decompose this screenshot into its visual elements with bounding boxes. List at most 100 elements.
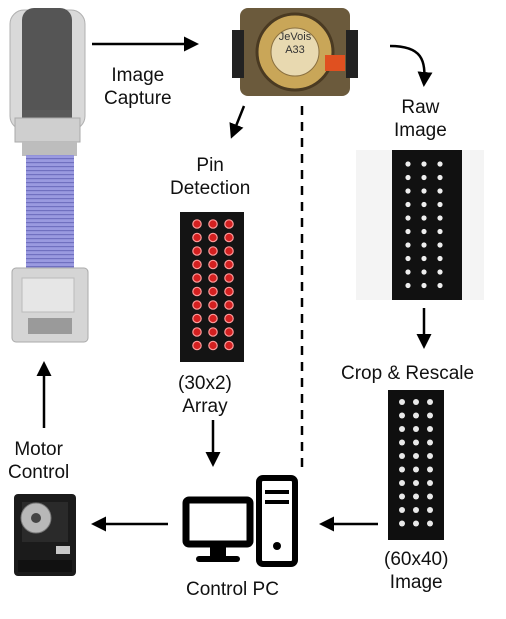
crop-pin-dot [413, 467, 419, 473]
pin-marker [225, 328, 233, 336]
pin-marker [193, 341, 201, 349]
crop-pin-dot [399, 521, 405, 527]
raw-pin-dot [437, 215, 442, 220]
servo-motor-image [14, 494, 76, 576]
crop-pin-dot [413, 507, 419, 513]
crop-pin-dot [399, 507, 405, 513]
crop-pin-dot [399, 413, 405, 419]
pin-marker [209, 314, 217, 322]
raw-pin-dot [405, 188, 410, 193]
crop-pin-dot [427, 521, 433, 527]
crop-pin-dot [427, 440, 433, 446]
pin-marker [225, 247, 233, 255]
raw-pin-dot [421, 188, 426, 193]
crop-pin-dot [399, 440, 405, 446]
crop-pin-dot [427, 413, 433, 419]
control-pc-icon [186, 478, 295, 564]
crop-pin-dot [427, 480, 433, 486]
crop-pin-dot [427, 507, 433, 513]
raw-pin-dot [405, 229, 410, 234]
raw-pin-dot [405, 175, 410, 180]
raw-pin-dot [421, 202, 426, 207]
raw-image [356, 150, 484, 300]
tactile-finger-image [10, 8, 88, 342]
raw-pin-dot [437, 175, 442, 180]
raw-pin-dot [405, 283, 410, 288]
label-raw-image: Raw Image [394, 96, 447, 142]
pin-marker [209, 328, 217, 336]
raw-pin-dot [437, 202, 442, 207]
raw-pin-dot [421, 256, 426, 261]
pin-marker [209, 301, 217, 309]
pin-marker [209, 341, 217, 349]
crop-pin-dot [413, 426, 419, 432]
pin-detection-image [180, 212, 244, 362]
label-pin-detection: Pin Detection [170, 154, 250, 200]
crop-pin-dot [399, 453, 405, 459]
pin-marker [225, 260, 233, 268]
pin-marker [209, 274, 217, 282]
crop-pin-dot [427, 453, 433, 459]
crop-pin-dot [427, 467, 433, 473]
crop-pin-dot [413, 480, 419, 486]
crop-pin-dot [413, 399, 419, 405]
pin-marker [193, 314, 201, 322]
raw-pin-dot [405, 215, 410, 220]
crop-pin-dot [399, 399, 405, 405]
raw-pin-dot [405, 256, 410, 261]
pin-marker [193, 287, 201, 295]
pin-marker [209, 287, 217, 295]
arrow-camera-to-raw [390, 46, 424, 84]
cropped-image [388, 390, 444, 540]
raw-pin-dot [405, 202, 410, 207]
label-motor-control: Motor Control [8, 438, 69, 484]
crop-pin-dot [399, 480, 405, 486]
pin-marker [209, 233, 217, 241]
raw-pin-dot [437, 256, 442, 261]
pin-marker [193, 233, 201, 241]
crop-pin-dot [413, 521, 419, 527]
label-crop-rescale: Crop & Rescale [341, 362, 474, 385]
raw-pin-dot [421, 229, 426, 234]
pin-marker [193, 274, 201, 282]
pin-marker [193, 301, 201, 309]
crop-pin-dot [413, 494, 419, 500]
pin-marker [225, 274, 233, 282]
pin-marker [225, 287, 233, 295]
crop-pin-dot [399, 467, 405, 473]
raw-pin-dot [437, 242, 442, 247]
label-array: (30x2) Array [178, 372, 232, 418]
label-image-capture: Image Capture [104, 64, 172, 110]
camera-model: A33 [285, 44, 305, 56]
crop-pin-dot [427, 494, 433, 500]
raw-pin-dot [437, 161, 442, 166]
pin-marker [209, 220, 217, 228]
pin-marker [209, 247, 217, 255]
crop-pin-dot [399, 426, 405, 432]
pin-marker [209, 260, 217, 268]
crop-pin-dot [413, 453, 419, 459]
crop-pin-dot [427, 426, 433, 432]
camera-image: JeVois A33 [232, 8, 358, 96]
pin-marker [225, 341, 233, 349]
crop-pin-dot [399, 494, 405, 500]
raw-pin-dot [405, 269, 410, 274]
pin-marker [225, 233, 233, 241]
raw-pin-dot [437, 283, 442, 288]
raw-pin-dot [421, 215, 426, 220]
label-image-size: (60x40) Image [384, 548, 448, 594]
raw-pin-dot [405, 242, 410, 247]
arrow-camera-to-pin [232, 106, 244, 136]
pin-marker [193, 220, 201, 228]
pin-marker [193, 260, 201, 268]
pin-marker [225, 314, 233, 322]
crop-pin-dot [413, 413, 419, 419]
raw-pin-dot [405, 161, 410, 166]
raw-pin-dot [421, 161, 426, 166]
crop-pin-dot [427, 399, 433, 405]
raw-pin-dot [421, 283, 426, 288]
raw-pin-dot [437, 188, 442, 193]
pin-marker [193, 247, 201, 255]
pin-marker [225, 301, 233, 309]
